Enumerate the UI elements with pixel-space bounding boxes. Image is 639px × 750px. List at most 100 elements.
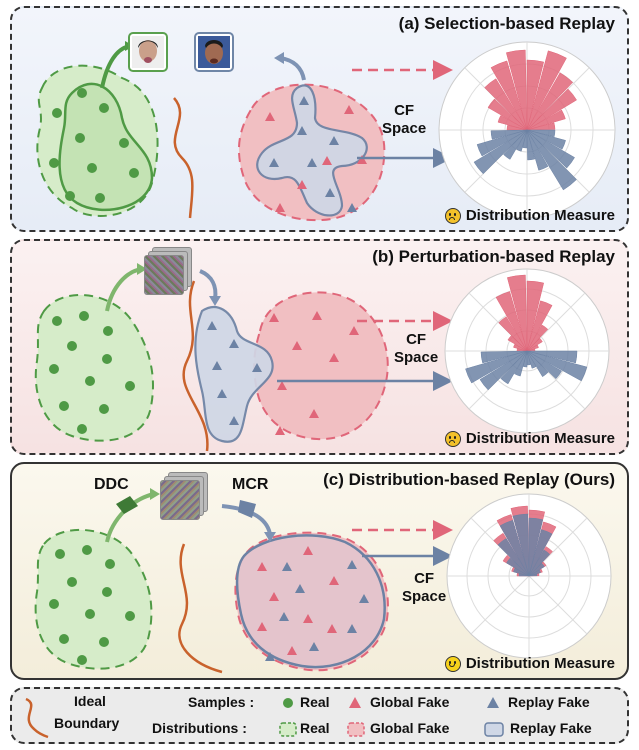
global-fake-triangle-icon	[349, 697, 361, 708]
global-fake-triangles	[257, 546, 339, 655]
real-face-thumbnail	[128, 32, 168, 72]
rose-wedge	[526, 324, 549, 352]
rose-wedge	[526, 350, 531, 366]
rose-wedge	[503, 129, 528, 160]
ideal-boundary	[178, 543, 223, 674]
real-sample-dots	[49, 545, 135, 665]
face-icon	[198, 36, 230, 68]
panel-title: (b) Perturbation-based Replay	[372, 247, 615, 266]
real-dot-icon	[283, 698, 293, 708]
replay-fake-triangles	[207, 321, 262, 425]
rose-wedge	[526, 72, 574, 131]
mcr-block-icon	[238, 500, 256, 518]
rose-wedge	[498, 316, 528, 352]
rose-wedge	[528, 569, 541, 577]
rose-wedge	[513, 567, 530, 577]
rose-wedge	[526, 129, 536, 161]
rose-wedge	[495, 291, 528, 352]
legend-replay-fake-sample: Replay Fake	[508, 694, 590, 710]
rose-wedge	[490, 129, 528, 140]
rose-wedge	[528, 529, 553, 577]
rose-wedge	[516, 129, 528, 152]
legend-ideal-line1: Ideal	[74, 693, 106, 709]
rose-wedge	[507, 335, 528, 352]
real-sample-dots	[49, 88, 139, 203]
ideal-boundary	[173, 97, 194, 219]
distribution-measure: Distribution Measure	[444, 430, 615, 447]
rose-wedge	[526, 88, 577, 131]
rose-wedge	[526, 129, 566, 150]
replay-fake-region-icon	[484, 722, 504, 737]
rose-wedge	[526, 109, 566, 131]
rose-wedge	[526, 59, 545, 131]
sad-face-icon	[444, 430, 461, 447]
generated-image-stack	[160, 472, 208, 520]
perturbed-image-stack	[144, 247, 192, 295]
global-fake-region-icon	[347, 722, 365, 737]
ideal-boundary	[182, 280, 209, 452]
rose-wedge	[526, 337, 543, 352]
distribution-measure: Distribution Measure	[444, 207, 615, 224]
rose-wedge	[480, 350, 528, 364]
sad-face-icon	[444, 207, 461, 224]
rose-wedge	[506, 274, 528, 352]
legend-symbols	[25, 697, 504, 739]
rose-wedge	[526, 280, 545, 352]
rose-wedge	[526, 350, 537, 369]
rose-wedge	[526, 350, 588, 382]
rose-wedge	[506, 557, 530, 577]
rose-wedge	[514, 350, 528, 377]
legend-replay-fake-dist: Replay Fake	[510, 720, 592, 736]
rose-wedge	[528, 562, 545, 577]
rose-wedge	[528, 549, 551, 577]
global-fake-triangles	[269, 311, 359, 435]
rose-wedge	[526, 129, 575, 169]
rose-wedge	[526, 300, 553, 352]
fake-face-thumbnail	[194, 32, 234, 72]
rose-wedge	[473, 129, 528, 175]
rose-wedge	[500, 350, 528, 385]
panel-c-diagram	[34, 488, 612, 674]
rose-wedge	[512, 513, 530, 577]
ideal-boundary-icon	[25, 697, 49, 739]
happy-face-icon	[444, 655, 461, 672]
ddc-label: DDC	[94, 476, 129, 493]
rose-wedge	[526, 350, 549, 378]
rose-wedge	[526, 50, 567, 131]
polar-histogram-a	[438, 41, 616, 219]
rose-wedge	[526, 344, 539, 352]
panel-title: (c) Distribution-based Replay (Ours)	[323, 470, 615, 489]
legend-real-dist: Real	[300, 720, 330, 736]
legend: Ideal Boundary Samples : Distributions :…	[10, 687, 629, 744]
real-sample-dots	[49, 311, 135, 434]
mcr-label: MCR	[232, 476, 269, 493]
replay-fake-triangles	[269, 96, 357, 212]
legend-real-sample: Real	[300, 694, 330, 710]
rose-wedge	[465, 350, 528, 384]
polar-histogram-c	[446, 493, 612, 659]
polar-histogram-b	[444, 268, 610, 434]
panel-title: (a) Selection-based Replay	[398, 14, 615, 33]
rose-wedge	[526, 129, 549, 171]
replay-fake-region	[194, 306, 274, 443]
rose-wedge	[528, 573, 538, 577]
rose-wedge	[526, 129, 577, 191]
real-distribution-region	[34, 528, 153, 670]
rose-wedge	[499, 519, 530, 577]
legend-samples-label: Samples :	[188, 694, 255, 710]
ddc-block-icon	[116, 496, 138, 514]
rose-wedge	[497, 115, 528, 131]
replay-fake-region	[256, 84, 368, 217]
global-fake-triangles	[265, 105, 367, 212]
rose-wedge	[487, 98, 528, 131]
rose-wedge	[490, 60, 528, 131]
rose-wedge	[526, 350, 578, 364]
rose-wedge	[526, 350, 562, 380]
real-region-icon	[279, 722, 297, 737]
replay-fake-triangle-icon	[487, 697, 499, 708]
